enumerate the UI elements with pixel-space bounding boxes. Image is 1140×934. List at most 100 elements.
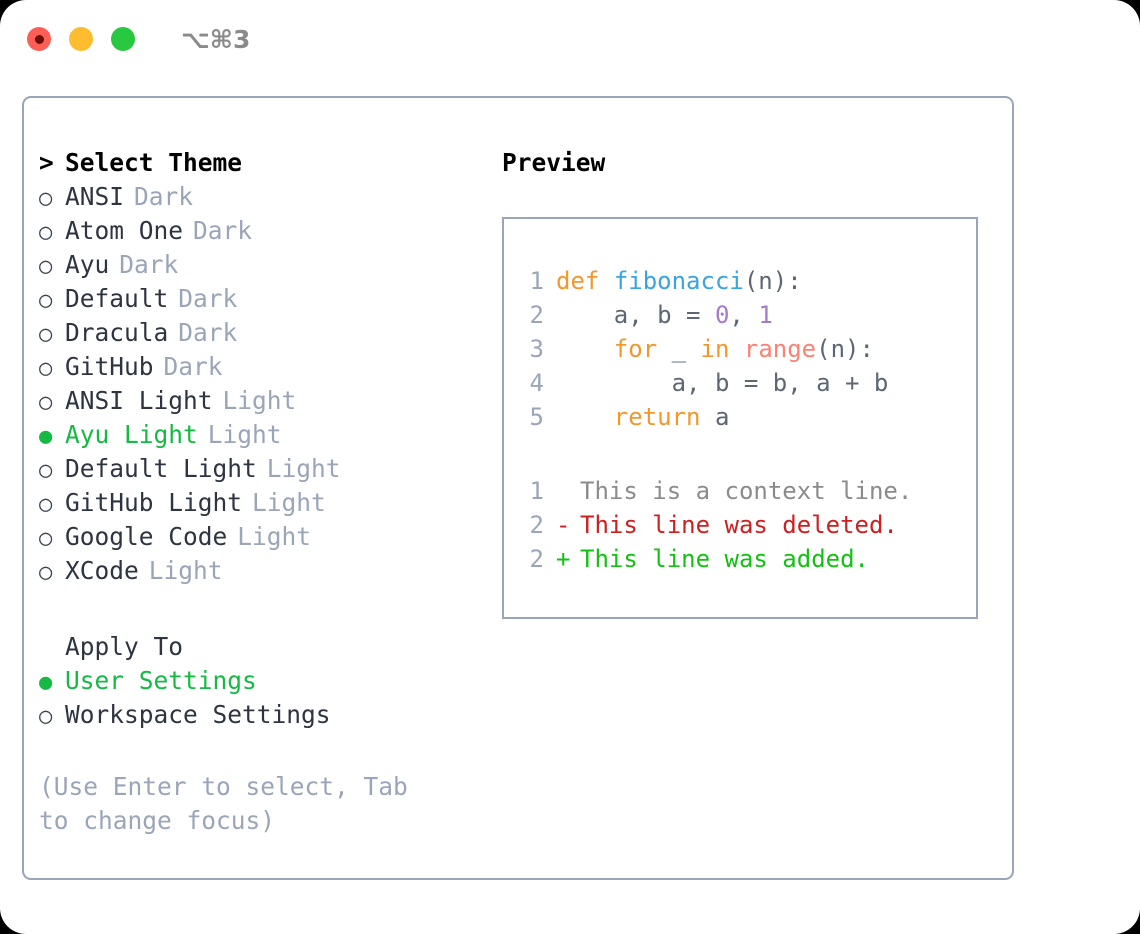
diff-line-content: -This line was deleted. <box>556 511 898 539</box>
theme-variant-badge: Dark <box>193 216 253 245</box>
diff-line-add: 2+This line was added. <box>518 545 976 579</box>
theme-option-label: Atom One <box>65 216 184 245</box>
diff-sign <box>556 477 580 505</box>
radio-unselected-icon: ○ <box>39 492 53 517</box>
code-line-number: 1 <box>529 267 544 295</box>
theme-variant-badge: Light <box>252 488 326 517</box>
diff-line-number: 2 <box>529 511 544 539</box>
theme-option-xcode[interactable]: ○ XCode Light <box>39 556 469 590</box>
title-bar: ⌥⌘3 <box>0 0 1140 78</box>
code-line-number: 4 <box>529 369 544 397</box>
window-controls <box>27 27 135 51</box>
apply-to-list: ●User Settings○Workspace Settings <box>39 666 469 734</box>
code-token-plain: a, b = b, a + b <box>556 369 889 397</box>
code-token-fn: fibonacci <box>613 267 744 295</box>
theme-option-label: Default <box>65 284 169 313</box>
minimize-button[interactable] <box>69 27 93 51</box>
radio-selected-icon: ● <box>39 670 53 695</box>
code-token-kw: def <box>556 267 600 295</box>
diff-sample: 1 This is a context line. 2 -This line was… <box>518 477 976 579</box>
theme-option-label: Default Light <box>65 454 257 483</box>
radio-unselected-icon: ○ <box>39 288 53 313</box>
code-line-number: 3 <box>529 335 544 363</box>
spacer-icon: ○ <box>39 636 65 661</box>
theme-option-ayu-light[interactable]: ● Ayu Light Light <box>39 420 469 454</box>
select-theme-heading: > Select Theme <box>39 148 469 182</box>
code-token-plain: (n): <box>743 267 802 295</box>
theme-option-label: Dracula <box>65 318 169 347</box>
maximize-button[interactable] <box>111 27 135 51</box>
code-line: 3 for _ in range(n): <box>518 335 976 369</box>
code-token-plain <box>729 335 743 363</box>
apply-to-label: Apply To <box>65 632 184 661</box>
diff-line-number: 1 <box>529 477 544 505</box>
code-token-kw: for <box>613 335 658 363</box>
theme-option-label: Google Code <box>65 522 228 551</box>
theme-variant-badge: Dark <box>178 284 238 313</box>
preview-title: Preview <box>502 148 606 177</box>
theme-option-default[interactable]: ○ Default Dark <box>39 284 469 318</box>
code-token-kw: in <box>700 335 730 363</box>
theme-variant-badge: Light <box>148 556 223 585</box>
apply-to-option-user-settings[interactable]: ●User Settings <box>39 666 469 700</box>
theme-option-github-light[interactable]: ○ GitHub Light Light <box>39 488 469 522</box>
theme-variant-badge: Light <box>207 420 282 449</box>
code-token-plain: _ <box>657 335 701 363</box>
theme-option-label: GitHub Light <box>65 488 243 517</box>
radio-unselected-icon: ○ <box>39 526 53 551</box>
theme-option-label: XCode <box>65 556 139 585</box>
caret-icon: > <box>39 148 54 177</box>
theme-variant-badge: Light <box>237 522 312 551</box>
theme-variant-badge: Dark <box>163 352 223 381</box>
recording-indicator-icon <box>34 34 44 44</box>
radio-unselected-icon: ○ <box>39 390 53 415</box>
radio-unselected-icon: ○ <box>39 560 53 585</box>
code-token-num: 1 <box>758 301 773 329</box>
code-token-plain: (n): <box>816 335 874 363</box>
diff-line-del: 2 -This line was deleted. <box>518 511 976 545</box>
diff-line-content: This is a context line. <box>556 477 912 505</box>
radio-unselected-icon: ○ <box>39 186 53 211</box>
code-token-plain: a, b = <box>556 301 715 329</box>
theme-option-label: Ayu Light <box>65 420 198 449</box>
diff-sign: + <box>556 545 571 573</box>
code-line: 4 a, b = b, a + b <box>518 369 976 403</box>
theme-option-label: GitHub <box>65 352 154 381</box>
radio-unselected-icon: ○ <box>39 458 53 483</box>
apply-to-option-label: Workspace Settings <box>65 700 331 729</box>
code-token-call: range <box>743 335 817 363</box>
code-token-kw: return <box>613 403 701 431</box>
code-line-text: def fibonacci(n): <box>556 267 802 295</box>
theme-option-label: ANSI <box>65 182 125 211</box>
theme-option-default-light[interactable]: ○ Default Light Light <box>39 454 469 488</box>
code-token-plain <box>599 267 613 295</box>
diff-line-text: This line was deleted. <box>580 511 898 539</box>
theme-option-github[interactable]: ○ GitHub Dark <box>39 352 469 386</box>
theme-variant-badge: Light <box>266 454 341 483</box>
close-button[interactable] <box>27 27 51 51</box>
radio-selected-icon: ● <box>39 424 53 449</box>
code-token-plain <box>556 403 614 431</box>
apply-to-heading: ○ Apply To <box>39 632 469 666</box>
code-line: 2 a, b = 0, 1 <box>518 301 976 335</box>
code-token-plain <box>556 335 614 363</box>
code-diff-divider <box>518 437 976 477</box>
diff-line-content: +This line was added. <box>556 545 869 573</box>
apply-to-option-workspace-settings[interactable]: ○Workspace Settings <box>39 700 469 734</box>
radio-unselected-icon: ○ <box>39 356 53 381</box>
theme-option-google-code[interactable]: ○ Google Code Light <box>39 522 469 556</box>
code-line-text: for _ in range(n): <box>556 335 874 363</box>
diff-line-text: This is a context line. <box>580 477 913 505</box>
radio-unselected-icon: ○ <box>39 254 53 279</box>
